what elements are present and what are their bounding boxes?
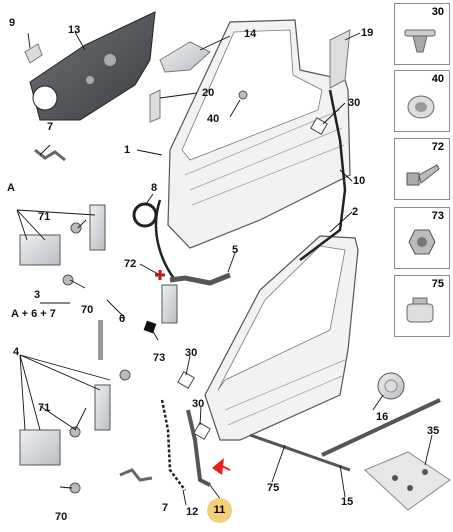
clip-kit-35-icon: [364, 451, 451, 511]
side-panel-30: 30: [394, 3, 450, 65]
trim-75-icon: [249, 433, 351, 472]
part-14-icon: [159, 41, 211, 73]
pivot-marker-icon: [155, 270, 165, 280]
side-panel-73: 73: [394, 207, 450, 269]
inner-panel-icon: [29, 11, 156, 121]
part-30-square-b-icon: [177, 371, 195, 389]
plug-clip-icon: [406, 297, 434, 323]
label-19: 19: [361, 27, 374, 39]
grommet-16-icon: [377, 372, 405, 400]
side-panel-75-num: 75: [431, 278, 444, 290]
label-14: 14: [244, 28, 257, 40]
hinge-pointers-icon: [16, 209, 126, 489]
label-30-a: 30: [348, 97, 361, 109]
leader-lines-icon: [27, 31, 433, 506]
part-7a-clip-icon: [34, 148, 66, 162]
label-71-b: 71: [38, 402, 51, 414]
side-panel-75: 75: [394, 275, 450, 337]
part-20-icon: [149, 89, 161, 123]
door-upper-icon: [167, 19, 351, 249]
upper-hinge-icon: [19, 204, 106, 286]
label-40: 40: [207, 113, 220, 125]
grommet-icon: [407, 95, 435, 119]
label-2: 2: [352, 206, 359, 218]
label-15: 15: [341, 496, 354, 508]
side-panel-40: 40: [394, 70, 450, 132]
strip-15-icon: [321, 398, 441, 457]
side-panel-40-num: 40: [431, 73, 444, 85]
label-71-a: 71: [38, 211, 51, 223]
label-20: 20: [202, 87, 215, 99]
label-7-b: 7: [162, 502, 169, 514]
part-40-icon: [238, 90, 248, 100]
highlight-11-badge: 11: [207, 498, 232, 523]
weatherstrip-10-icon: [299, 89, 347, 261]
label-75: 75: [267, 482, 280, 494]
label-70-a: 70: [81, 304, 94, 316]
door-lower-icon: [204, 235, 359, 441]
label-11: 11: [213, 504, 226, 516]
side-panel-73-num: 73: [431, 210, 444, 222]
label-6: 6: [119, 313, 126, 325]
label-7-a: 7: [47, 121, 54, 133]
lower-hinge-icon: [19, 320, 131, 494]
label-30-b: 30: [185, 347, 198, 359]
push-clip-icon: [404, 29, 436, 53]
hex-nut-icon: [408, 229, 436, 255]
label-30-c: 30: [192, 398, 205, 410]
part-30-square-c-icon: [193, 422, 211, 440]
label-12: 12: [186, 506, 199, 518]
label-9: 9: [9, 17, 16, 29]
label-70-b: 70: [55, 511, 68, 523]
part-8-seal-icon: [132, 202, 158, 228]
label-10: 10: [353, 175, 366, 187]
part-30-square-icon: [310, 117, 328, 135]
label-16: 16: [376, 411, 389, 423]
side-panel-72: 72: [394, 138, 450, 200]
part-73-square-icon: [143, 320, 157, 334]
label-5: 5: [232, 244, 239, 256]
part-7b-clip-icon: [119, 468, 153, 482]
label-4: 4: [13, 346, 20, 358]
label-3: 3: [34, 289, 41, 301]
label-35: 35: [427, 425, 440, 437]
side-panel-30-num: 30: [431, 6, 444, 18]
check-strap-5-icon: [161, 272, 231, 324]
part-19-icon: [329, 29, 351, 89]
label-1: 1: [124, 144, 131, 156]
side-panel-72-num: 72: [431, 141, 444, 153]
part-9-icon: [24, 43, 43, 64]
arrowhead-icon: [212, 458, 224, 475]
screw-icon: [406, 164, 440, 186]
label-a: A: [7, 182, 15, 194]
cable-icon: [154, 199, 177, 281]
label-8: 8: [151, 182, 158, 194]
seal-12-icon: [160, 399, 211, 491]
label-13: 13: [68, 24, 81, 36]
formula-text: A + 6 + 7: [11, 308, 56, 320]
label-72: 72: [124, 258, 137, 270]
label-73: 73: [153, 352, 166, 364]
